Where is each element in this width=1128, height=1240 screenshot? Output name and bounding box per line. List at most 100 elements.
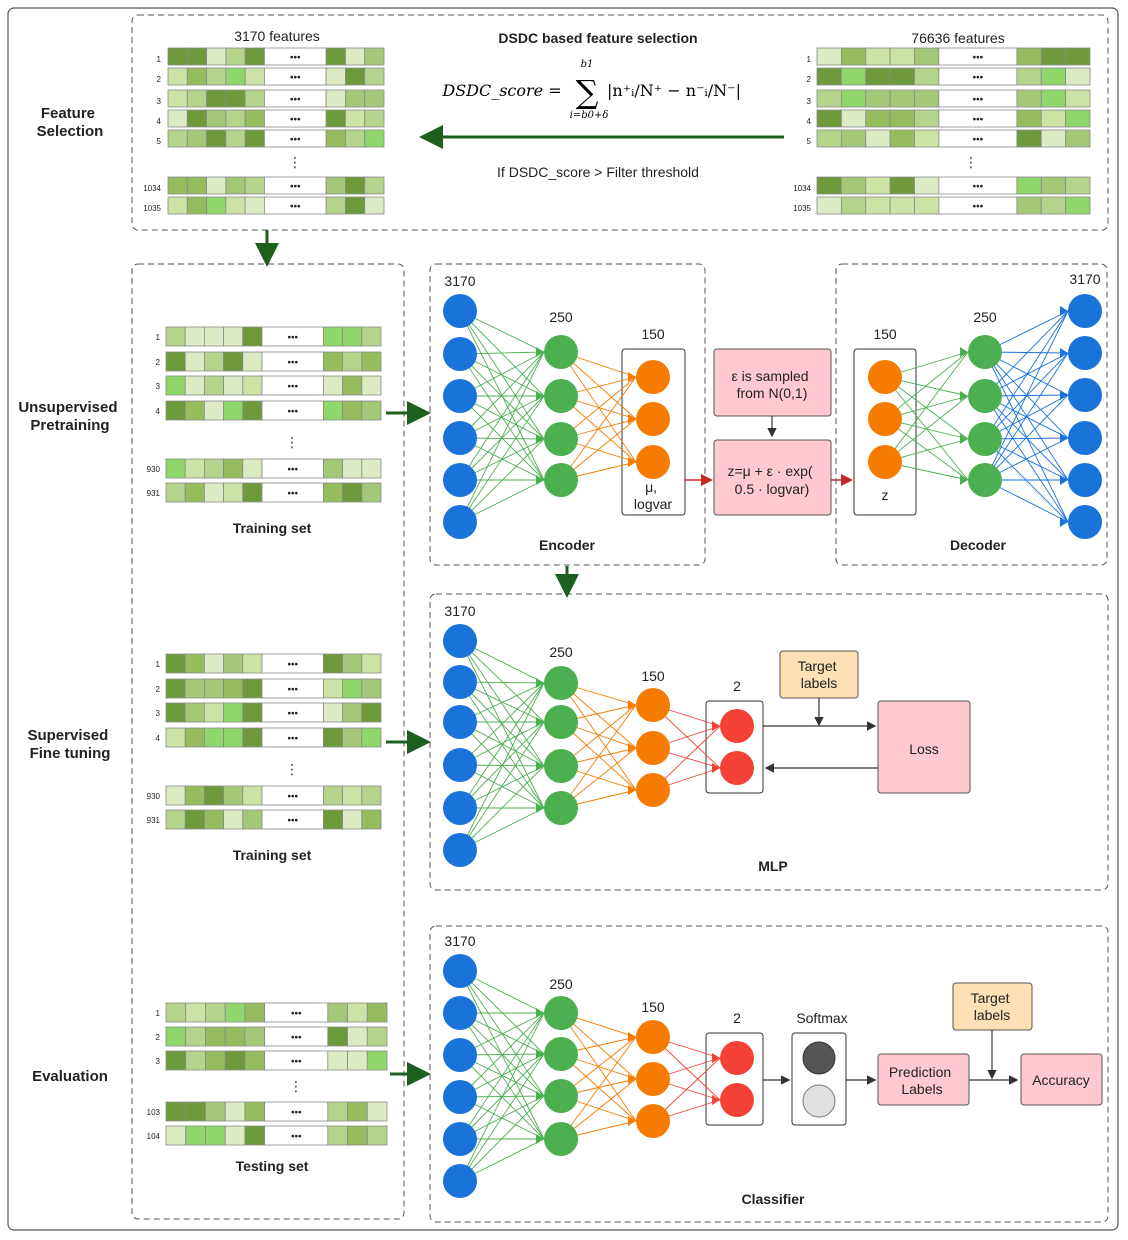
edge-arrowhead xyxy=(536,1134,544,1144)
encoder-latent-size: 150 xyxy=(641,326,665,342)
matrix-cell xyxy=(840,47,867,66)
matrix-cell xyxy=(364,196,385,215)
matrix-cell xyxy=(1016,196,1042,215)
ellipsis-icon: ••• xyxy=(291,1057,302,1068)
matrix-cell xyxy=(223,653,244,674)
matrix-cell xyxy=(244,1026,266,1047)
matrix-cell xyxy=(186,196,207,215)
matrix-cell xyxy=(185,1002,206,1023)
matrix-cell xyxy=(1040,47,1067,66)
network-edge xyxy=(459,682,545,766)
latent-neuron xyxy=(636,360,670,394)
matrix-cell xyxy=(361,702,382,723)
vdots-icon: ⋮ xyxy=(285,761,299,777)
encoder-box xyxy=(429,263,706,566)
ellipsis-icon: ••• xyxy=(291,1132,302,1143)
edge-arrowhead xyxy=(536,761,544,771)
matrix-cell xyxy=(223,727,244,748)
input-neuron xyxy=(443,833,477,867)
matrix-cell xyxy=(242,326,263,347)
matrix-cell xyxy=(185,1050,206,1071)
classifier-hidden-size: 250 xyxy=(549,976,573,992)
matrix-cell xyxy=(224,1002,246,1023)
matrix-cell xyxy=(323,678,344,699)
output-neuron xyxy=(720,709,754,743)
network-edge xyxy=(984,310,1069,397)
matrix-cell xyxy=(325,176,346,195)
input-neuron xyxy=(443,379,477,413)
row-label: 3 xyxy=(807,97,812,106)
matrix-cell xyxy=(205,1125,226,1146)
matrix-cell xyxy=(242,351,263,372)
matrix-cell xyxy=(223,458,244,479)
filter-condition: If DSDC_score > Filter threshold xyxy=(497,164,699,180)
edge-arrowhead xyxy=(628,785,636,795)
matrix-cell xyxy=(323,653,344,674)
matrix-cell xyxy=(327,1125,348,1146)
input-neuron xyxy=(443,791,477,825)
edge-arrowhead xyxy=(1060,517,1068,527)
matrix-cell xyxy=(225,109,246,128)
ellipsis-icon: ••• xyxy=(973,135,984,146)
row-label: 2 xyxy=(156,685,161,694)
z-layer-box xyxy=(853,348,917,516)
matrix-cell xyxy=(206,176,227,195)
matrix-cell xyxy=(167,196,188,215)
matrix-cell xyxy=(223,785,244,806)
matrix-cell xyxy=(865,47,891,66)
row-label: 1 xyxy=(156,660,161,669)
matrix-cell xyxy=(1065,176,1091,195)
matrix-cell xyxy=(165,678,186,699)
matrix-cell xyxy=(816,109,842,128)
row-label: 931 xyxy=(147,489,161,498)
matrix-cell xyxy=(244,109,265,128)
input-neuron xyxy=(443,748,477,782)
matrix-cell xyxy=(323,809,344,830)
row-label: 2 xyxy=(807,75,812,84)
matrix-cell xyxy=(186,67,207,86)
matrix-cell xyxy=(327,1026,348,1047)
hidden-neuron xyxy=(544,422,578,456)
matrix-cell xyxy=(165,1125,187,1146)
output-neuron xyxy=(1068,421,1102,455)
network-edge xyxy=(459,721,545,851)
matrix-cell xyxy=(167,67,188,86)
network-nodes xyxy=(443,294,1102,1198)
training-set-title: Training set xyxy=(233,847,312,863)
ellipsis-icon: ••• xyxy=(287,709,298,720)
hidden-neuron xyxy=(544,749,578,783)
row-label: 1035 xyxy=(143,204,161,213)
network-edge xyxy=(884,351,969,420)
matrix-cell xyxy=(167,47,188,66)
network-edge xyxy=(459,353,545,440)
edge-arrowhead xyxy=(536,717,544,727)
row-label: 2 xyxy=(156,1033,161,1042)
matrix-cell xyxy=(865,67,891,86)
matrix-cell xyxy=(1065,47,1091,66)
matrix-cell xyxy=(342,458,363,479)
ellipsis-icon: ••• xyxy=(973,95,984,106)
encoder-title: Encoder xyxy=(539,537,596,553)
edge-arrowhead xyxy=(536,391,544,401)
matrix-cell xyxy=(366,1050,388,1071)
matrix-cell xyxy=(184,702,205,723)
matrix-cell xyxy=(865,196,891,215)
matrix-cell xyxy=(347,1125,368,1146)
matrix-cell xyxy=(184,785,205,806)
matrix-cell xyxy=(205,1050,226,1071)
ellipsis-icon: ••• xyxy=(291,1009,302,1020)
matrix-cell xyxy=(242,785,263,806)
stage-label-pretraining: Unsupervised Pretraining xyxy=(18,399,121,434)
matrix-cell xyxy=(206,109,227,128)
edge-arrowhead xyxy=(960,475,968,485)
matrix-cell xyxy=(244,47,265,66)
ellipsis-icon: ••• xyxy=(287,465,298,476)
hidden-neuron xyxy=(544,1122,578,1156)
output-neuron xyxy=(720,1083,754,1117)
latent-neuron xyxy=(636,402,670,436)
matrix-cell xyxy=(225,89,246,108)
formula-sum-bottom: i=b0+δ xyxy=(570,110,609,121)
ellipsis-icon: ••• xyxy=(973,202,984,213)
matrix-cell xyxy=(364,129,385,148)
matrix-cell xyxy=(364,89,385,108)
